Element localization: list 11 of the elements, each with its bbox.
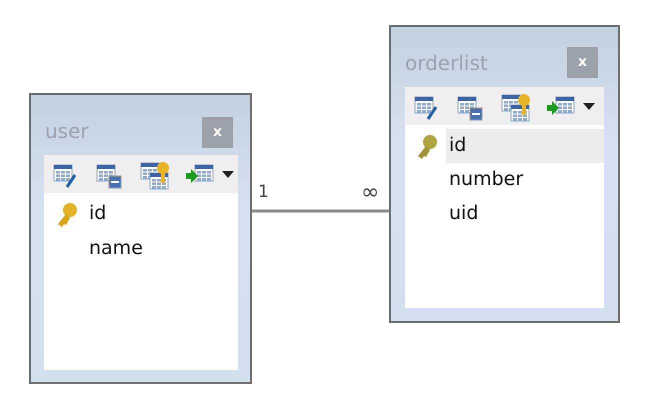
window-title: user xyxy=(45,119,89,143)
field-name: number xyxy=(449,168,524,190)
field-name: id xyxy=(449,134,466,156)
cardinality-one: 1 xyxy=(258,182,269,202)
window-title: orderlist xyxy=(405,51,488,75)
field-name: name xyxy=(89,237,143,259)
cardinality-many: ∞ xyxy=(361,180,380,205)
field-name: uid xyxy=(449,202,478,224)
close-button: x xyxy=(567,47,598,78)
field-name: id xyxy=(89,202,106,224)
close-button: x xyxy=(202,117,233,148)
